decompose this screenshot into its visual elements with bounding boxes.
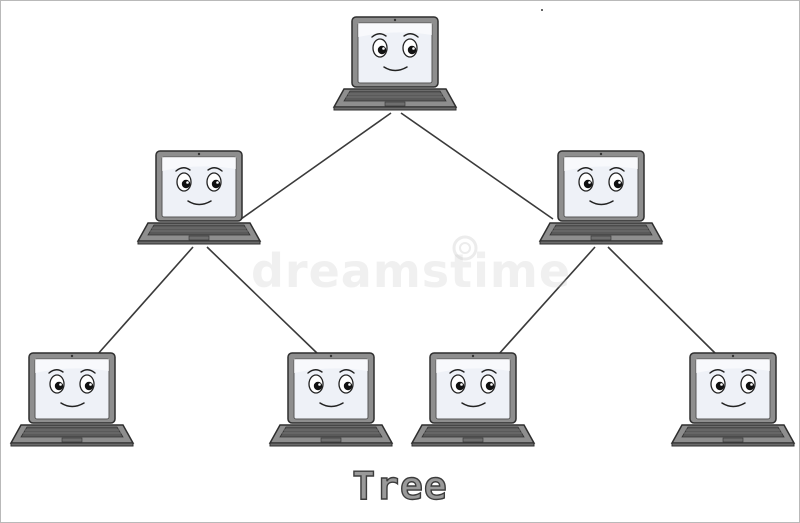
- watermark-text: dreamstime: [251, 244, 572, 298]
- edge-left-child-to-left-right-leaf: [206, 246, 320, 356]
- edge-right-child-to-right-right-leaf: [607, 246, 718, 356]
- node-right-right-leaf-laptop-icon: [668, 351, 796, 451]
- edge-root-to-right-child: [400, 112, 554, 220]
- node-left-child-laptop-icon: [134, 149, 262, 249]
- node-right-left-leaf-laptop-icon: [408, 351, 536, 451]
- edge-left-child-to-left-left-leaf: [96, 246, 194, 356]
- stray-dot: [541, 9, 543, 11]
- node-left-right-leaf-laptop-icon: [266, 351, 394, 451]
- edge-right-child-to-right-left-leaf: [497, 246, 596, 356]
- node-left-left-leaf-laptop-icon: [7, 351, 135, 451]
- diagram-caption: Tree: [352, 463, 448, 508]
- edge-root-to-left-child: [240, 112, 392, 220]
- node-root-laptop-icon: [330, 15, 458, 115]
- watermark-logo-icon: [452, 235, 478, 261]
- node-right-child-laptop-icon: [536, 149, 664, 249]
